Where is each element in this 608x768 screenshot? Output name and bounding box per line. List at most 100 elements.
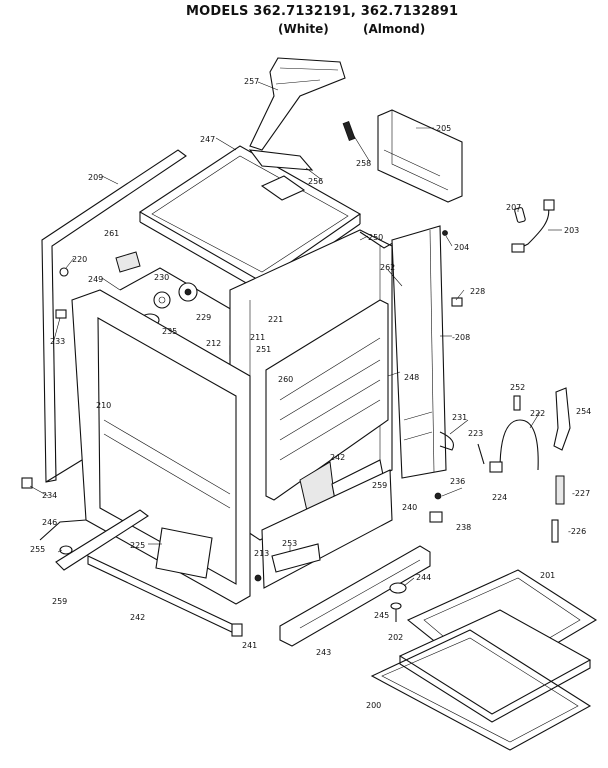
callout-255a: 255 [30, 545, 45, 554]
part-228-clip[interactable] [451, 297, 463, 307]
part-223-spring[interactable] [477, 443, 485, 465]
part-260-rack-supports[interactable] [265, 299, 389, 501]
part-203-wire-harness[interactable] [511, 199, 555, 253]
part-247-cooktop[interactable] [138, 145, 362, 293]
part-226-pin[interactable] [551, 519, 559, 543]
leader-lines [29, 81, 562, 587]
callout-235: 235 [162, 327, 177, 336]
part-258-screw[interactable] [342, 121, 356, 141]
callout-240: 240 [402, 503, 417, 512]
callout-256: 256 [308, 177, 323, 186]
part-227-spring[interactable] [555, 475, 565, 505]
callout-242a: 242 [330, 453, 345, 462]
part-256-spacer[interactable] [248, 149, 314, 171]
callout-225: 225 [130, 541, 145, 550]
part-236-fastener[interactable] [434, 492, 442, 500]
part-202-broiler-pan[interactable] [398, 609, 592, 723]
callout-236: 236 [450, 477, 465, 486]
part-213-bolt[interactable] [254, 574, 262, 582]
part-220-grommet[interactable] [59, 267, 69, 277]
callout-230: 230 [154, 273, 169, 282]
variant-white-label: (White) [278, 22, 329, 36]
part-261-bracket[interactable] [115, 251, 141, 273]
callout-228: 228 [470, 287, 485, 296]
callout-242b: 242 [130, 613, 145, 622]
part-254-hinge[interactable] [553, 387, 571, 451]
callout-241: 241 [242, 641, 257, 650]
callout-259a: 259 [372, 481, 387, 490]
callout-249: 249 [88, 275, 103, 284]
callout-243: 243 [316, 648, 331, 657]
callout-211: 211 [250, 333, 265, 342]
callout-203: 203 [564, 226, 579, 235]
part-243-toe-kick[interactable] [279, 545, 431, 647]
diagram-title: MODELS 362.7132191, 362.7132891 [186, 4, 459, 19]
part-246-base-rail[interactable] [39, 519, 87, 541]
part-231-handle[interactable] [439, 431, 455, 451]
callout-229: 229 [196, 313, 211, 322]
callout-262: 262 [380, 263, 395, 272]
callout-200: 200 [366, 701, 381, 710]
callout-257: 257 [244, 77, 259, 86]
callout-227: -227 [572, 489, 590, 498]
callout-245: 245 [374, 611, 389, 620]
callout-254: 254 [576, 407, 591, 416]
part-241-foot[interactable] [231, 623, 243, 637]
callout-250: 250 [368, 233, 383, 242]
callout-248: 248 [404, 373, 419, 382]
variant-almond-label: (Almond) [363, 22, 426, 36]
callout-258: 258 [356, 159, 371, 168]
callout-246: 246 [42, 518, 57, 527]
part-233-clip[interactable] [55, 309, 67, 319]
callout-233: 233 [50, 337, 65, 346]
callout-224: 224 [492, 493, 507, 502]
part-238-bracket[interactable] [429, 511, 443, 523]
part-230-burner-orifice[interactable] [153, 291, 171, 309]
callout-204: 204 [454, 243, 469, 252]
callout-231: 231 [452, 413, 467, 422]
callout-261: 261 [104, 229, 119, 238]
part-229-burner-cap[interactable] [178, 282, 198, 302]
part-244-leveler[interactable] [389, 582, 407, 594]
callout-202: 202 [388, 633, 403, 642]
callout-238: 238 [456, 523, 471, 532]
part-257-vent-flap[interactable] [249, 57, 346, 151]
part-255-cap[interactable] [59, 545, 73, 555]
part-234-foot[interactable] [21, 477, 33, 489]
part-245-screw[interactable] [390, 602, 402, 622]
part-204-clip[interactable] [442, 230, 448, 236]
callout-220: 220 [72, 255, 87, 264]
callout-223: 223 [468, 429, 483, 438]
part-200-oven-rack[interactable] [370, 629, 592, 751]
callout-226: -226 [568, 527, 586, 536]
part-249-gasket[interactable] [119, 267, 247, 319]
part-259-left-rail[interactable] [55, 509, 149, 571]
callout-212: 212 [206, 339, 221, 348]
callout-234: 234 [42, 491, 57, 500]
callout-252: 252 [510, 383, 525, 392]
callout-207: 207 [506, 203, 521, 212]
callout-222: 222 [530, 409, 545, 418]
part-207-connector[interactable] [514, 207, 526, 223]
part-208-right-side-panel[interactable] [391, 225, 447, 479]
part-252-pin[interactable] [513, 395, 521, 411]
callout-201: 201 [540, 571, 555, 580]
callout-221: 221 [268, 315, 283, 324]
callout-247: 247 [200, 135, 215, 144]
callout-259b: 259 [52, 597, 67, 606]
callout-labels: 257 205 247 258 256 209 207 203 204 220 … [30, 77, 591, 710]
callout-210: 210 [96, 401, 111, 410]
part-222-hinge-arm[interactable] [499, 419, 539, 471]
callout-244: 244 [416, 573, 431, 582]
callout-209: 209 [88, 173, 103, 182]
part-224-bracket[interactable] [489, 461, 503, 473]
callout-213: 213 [254, 549, 269, 558]
callout-251: 251 [256, 345, 271, 354]
part-225-heat-shield[interactable] [155, 527, 213, 579]
callout-260: 260 [278, 375, 293, 384]
callout-205: 205 [436, 124, 451, 133]
callout-253: 253 [282, 539, 297, 548]
part-205-rear-trim[interactable] [377, 109, 463, 203]
part-253-rail[interactable] [271, 543, 321, 573]
